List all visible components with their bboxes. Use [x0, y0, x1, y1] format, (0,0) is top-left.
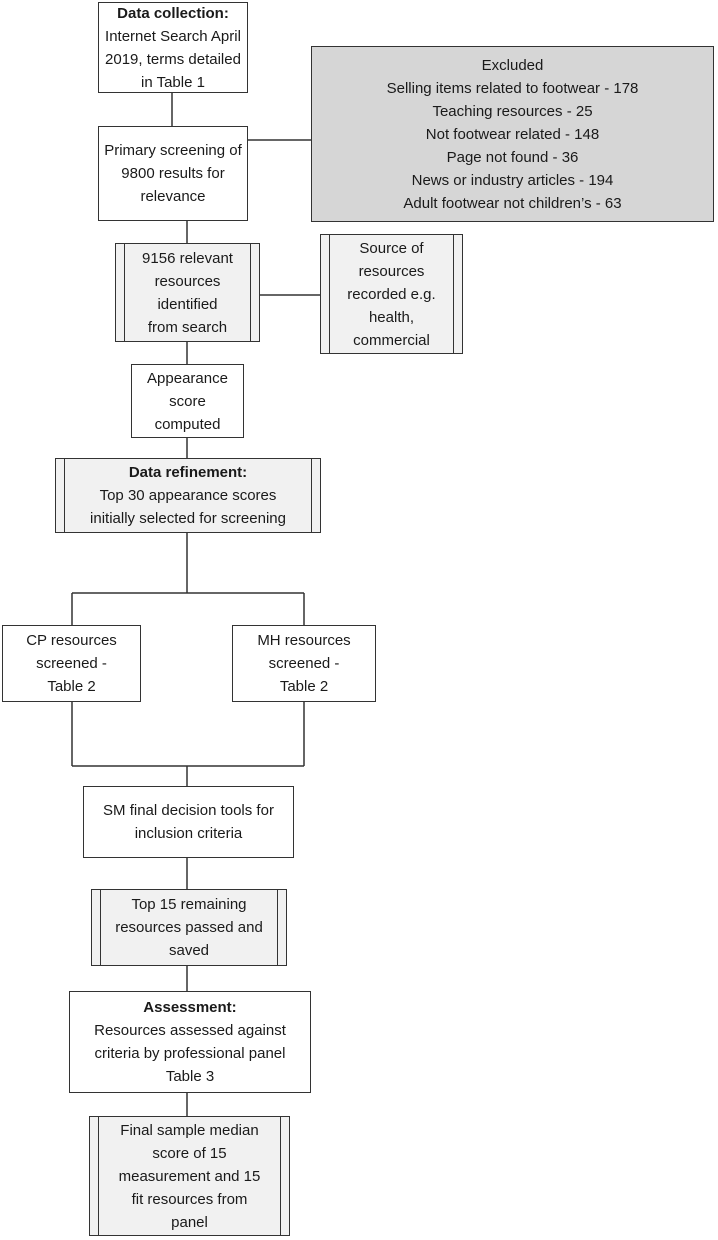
primary-screening-line-3: relevance	[140, 188, 206, 205]
top-15-remaining-line-3: saved	[168, 942, 210, 959]
assessment-box: Assessment: Resources assessed against c…	[69, 991, 311, 1093]
final-sample-box: Final sample median score of 15 measurem…	[89, 1116, 290, 1236]
data-collection-line-2: 2019, terms detailed	[105, 50, 241, 68]
relevant-resources-line-4: from search	[147, 318, 228, 336]
final-sample-line-3: measurement and 15	[118, 1167, 261, 1185]
cp-resources-line-2: screened -	[36, 655, 107, 672]
assessment-line-3: Table 3	[165, 1068, 215, 1085]
sm-final-decision-line-2: inclusion criteria	[134, 825, 243, 842]
cp-resources-line-3: Table 2	[47, 678, 96, 695]
assessment-line-1: Resources assessed against	[94, 1022, 286, 1039]
top-15-remaining-box: Top 15 remaining resources passed and sa…	[91, 889, 287, 966]
source-of-resources-line-2: resources	[358, 262, 425, 280]
final-sample-line-1: Final sample median	[120, 1121, 259, 1139]
final-sample-line-5: panel	[171, 1213, 208, 1231]
data-refinement-line-2: initially selected for screening	[90, 510, 286, 527]
mh-resources-box: MH resources screened - Table 2	[232, 625, 376, 702]
primary-screening-line-2: 9800 results for	[121, 165, 225, 182]
assessment-line-2: criteria by professional panel	[94, 1045, 286, 1062]
relevant-resources-line-3: identified	[157, 295, 218, 313]
excluded-box: Excluded Selling items related to footwe…	[311, 46, 714, 222]
source-of-resources-box: Source of resources recorded e.g. health…	[320, 234, 463, 354]
mh-resources-line-1: MH resources	[257, 632, 351, 649]
appearance-score-line-3: computed	[154, 415, 221, 433]
data-refinement-box: Data refinement: Top 30 appearance score…	[55, 458, 321, 533]
sm-final-decision-box: SM final decision tools for inclusion cr…	[83, 786, 294, 858]
assessment-heading: Assessment:	[143, 999, 237, 1016]
source-of-resources-line-5: commercial	[353, 331, 430, 349]
appearance-score-line-1: Appearance	[147, 369, 228, 387]
relevant-resources-box: 9156 relevant resources identified from …	[115, 243, 260, 342]
excluded-line-6: Adult footwear not children’s - 63	[403, 194, 622, 212]
source-of-resources-line-4: health,	[368, 308, 415, 326]
data-collection-heading: Data collection:	[117, 4, 229, 22]
mh-resources-line-2: screened -	[268, 655, 340, 672]
data-collection-line-1: Internet Search April	[105, 27, 241, 45]
appearance-score-box: Appearance score computed	[131, 364, 244, 438]
excluded-line-4: Page not found - 36	[446, 148, 579, 166]
data-collection-line-3: in Table 1	[141, 73, 205, 91]
source-of-resources-line-1: Source of	[359, 239, 424, 257]
source-of-resources-line-3: recorded e.g.	[347, 285, 436, 303]
sm-final-decision-line-1: SM final decision tools for	[103, 802, 274, 819]
primary-screening-line-1: Primary screening of	[104, 142, 242, 159]
excluded-line-3: Not footwear related - 148	[425, 125, 600, 143]
relevant-resources-line-2: resources	[154, 272, 221, 290]
primary-screening-box: Primary screening of 9800 results for re…	[98, 126, 248, 221]
top-15-remaining-line-1: Top 15 remaining	[131, 896, 247, 913]
excluded-line-1: Selling items related to footwear - 178	[386, 79, 639, 97]
excluded-line-2: Teaching resources - 25	[432, 102, 593, 120]
data-refinement-heading: Data refinement:	[128, 464, 248, 481]
excluded-line-5: News or industry articles - 194	[411, 171, 614, 189]
cp-resources-line-1: CP resources	[26, 632, 117, 649]
top-15-remaining-line-2: resources passed and	[115, 919, 263, 936]
relevant-resources-line-1: 9156 relevant	[142, 249, 233, 267]
data-collection-box: Data collection: Internet Search April 2…	[98, 2, 248, 93]
cp-resources-box: CP resources screened - Table 2	[2, 625, 141, 702]
data-refinement-line-1: Top 30 appearance scores	[99, 487, 277, 504]
excluded-heading: Excluded	[481, 56, 544, 74]
appearance-score-line-2: score	[169, 392, 206, 410]
final-sample-line-4: fit resources from	[131, 1190, 248, 1208]
final-sample-line-2: score of 15	[152, 1144, 227, 1162]
mh-resources-line-3: Table 2	[279, 678, 329, 695]
